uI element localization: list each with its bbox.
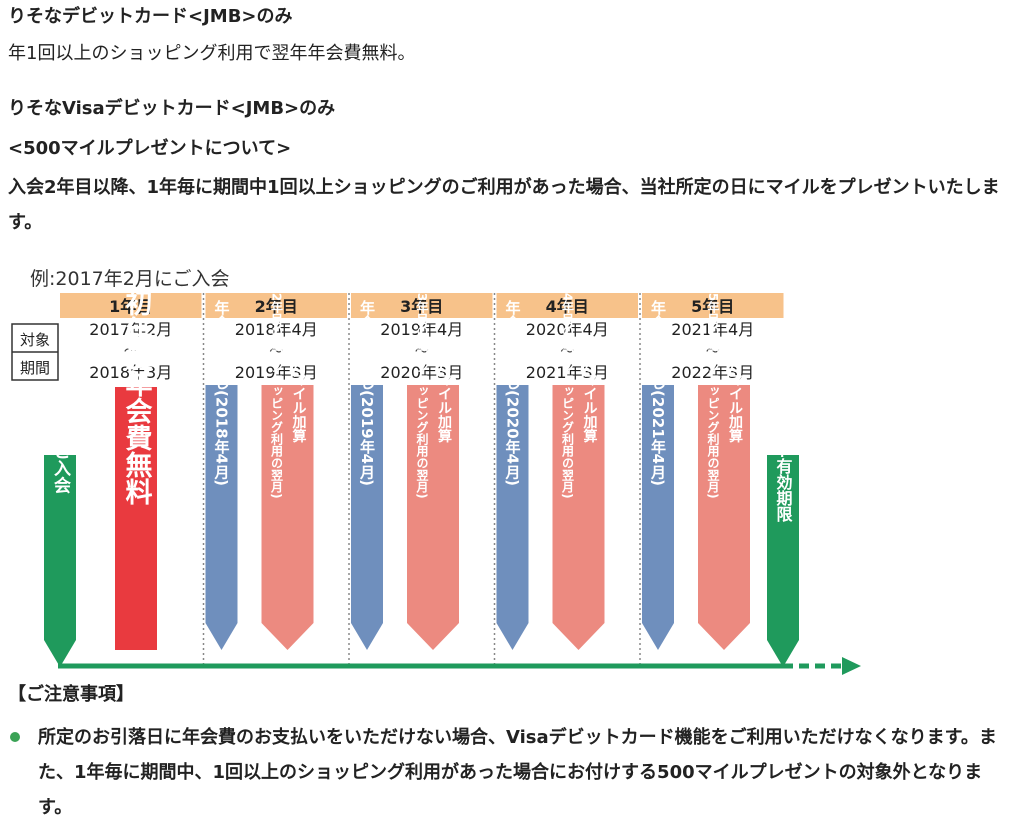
mile-add-arrow-5 <box>698 385 750 650</box>
mile-add-arrow-2 <box>261 385 314 650</box>
year-label-2: 2年目 <box>255 297 298 316</box>
period-from-3: 2019年4月 <box>380 320 463 339</box>
first-year-free-label: 初年度年会費無料 <box>121 289 153 505</box>
mile-add-arrow-4 <box>552 385 605 650</box>
heading-visa-debit-jmb: りそなVisaデビットカード<JMB>のみ <box>8 98 336 119</box>
fee-debit-arrow-2 <box>205 385 238 650</box>
mile-add-note-2: (2年目の初回ショッピング利用の翌月) <box>270 287 284 498</box>
fee-debit-label-4: 年会費引落し(2020年4月) <box>504 299 522 486</box>
join-label: ご入会 <box>50 441 71 494</box>
period-to-4: 2021年3月 <box>526 363 609 382</box>
fee-debit-label-3: 年会費引落し(2019年4月) <box>358 299 376 486</box>
notes-title: 【ご注意事項】 <box>8 684 134 705</box>
year-header-1 <box>60 293 202 318</box>
period-label-top: 対象 <box>20 331 50 349</box>
period-from-4: 2020年4月 <box>526 320 609 339</box>
period-label-box: 対象 期間 <box>11 323 59 381</box>
period-tilde-3: 〜 <box>415 344 429 360</box>
fee-debit-label-2: 年会費引落し(2018年4月) <box>213 299 231 486</box>
mile-add-note-5: (5年目の初回ショッピング利用の翌月) <box>706 287 720 498</box>
mile-present-paragraph: 入会2年目以降、1年毎に期間中1回以上ショッピングのご利用があった場合、当社所定… <box>8 177 1000 233</box>
example-label: 例:2017年2月にご入会 <box>30 268 229 290</box>
period-to-2: 2019年3月 <box>235 363 318 382</box>
year-header-2 <box>205 293 347 318</box>
period-label-bottom: 期間 <box>20 359 50 377</box>
mile-add-note-3: (3年目の初回ショッピング利用の翌月) <box>415 287 429 498</box>
period-tilde-5: 〜 <box>706 344 720 360</box>
fee-debit-arrow-5 <box>642 385 674 650</box>
period-tilde-1: 〜 <box>124 344 138 360</box>
fee-debit-arrow-3 <box>351 385 383 650</box>
heading-mile-present: <500マイルプレゼントについて> <box>8 138 292 159</box>
year-header-5 <box>642 293 784 318</box>
fee-debit-label-5: 年会費引落し(2021年4月) <box>649 299 667 486</box>
timeline-arrow <box>58 657 861 675</box>
mile-add-note-4: (4年目の初回ショッピング利用の翌月) <box>561 287 575 498</box>
join-arrow: ご入会 <box>44 441 76 667</box>
year-label-5: 5年目 <box>691 297 734 316</box>
period-from-2: 2018年4月 <box>235 320 318 339</box>
year-label-4: 4年目 <box>546 297 589 316</box>
period-tilde-2: 〜 <box>269 344 283 360</box>
heading-debit-jmb: りそなデビットカード<JMB>のみ <box>8 6 293 27</box>
annual-fee-free-note: 年1回以上のショッピング利用で翌年年会費無料。 <box>8 43 416 64</box>
fee-debit-arrow-4 <box>496 385 529 650</box>
mile-add-title-2: 500マイル加算 <box>291 343 308 444</box>
mile-add-title-4: 500マイル加算 <box>582 343 599 444</box>
period-to-3: 2020年3月 <box>380 363 463 382</box>
first-year-box <box>115 387 157 650</box>
year-label-3: 3年目 <box>400 297 443 316</box>
period-from-1: 2017年2月 <box>89 320 172 339</box>
membership-timeline-diagram: 例:2017年2月にご入会 1年目2017年2月〜2018年3月初年度年会費無料… <box>11 268 861 675</box>
expiry-label: カード有効期限 <box>774 410 793 523</box>
mile-add-title-3: 500マイル加算 <box>436 343 453 444</box>
mile-add-arrow-3 <box>407 385 459 650</box>
notes-item: 所定のお引落日に年会費のお支払いをいただけない場合、Visaデビットカード機能を… <box>38 727 997 818</box>
period-to-1: 2018年3月 <box>89 363 172 382</box>
period-tilde-4: 〜 <box>560 344 574 360</box>
year-label-1: 1年目 <box>109 297 152 316</box>
period-to-5: 2022年3月 <box>671 363 754 382</box>
year-header-4 <box>496 293 638 318</box>
period-from-5: 2021年4月 <box>671 320 754 339</box>
bullet-dot <box>10 732 20 742</box>
year-header-3 <box>351 293 493 318</box>
expiry-arrow: カード有効期限 <box>767 410 799 667</box>
mile-add-title-5: 500マイル加算 <box>727 343 744 444</box>
